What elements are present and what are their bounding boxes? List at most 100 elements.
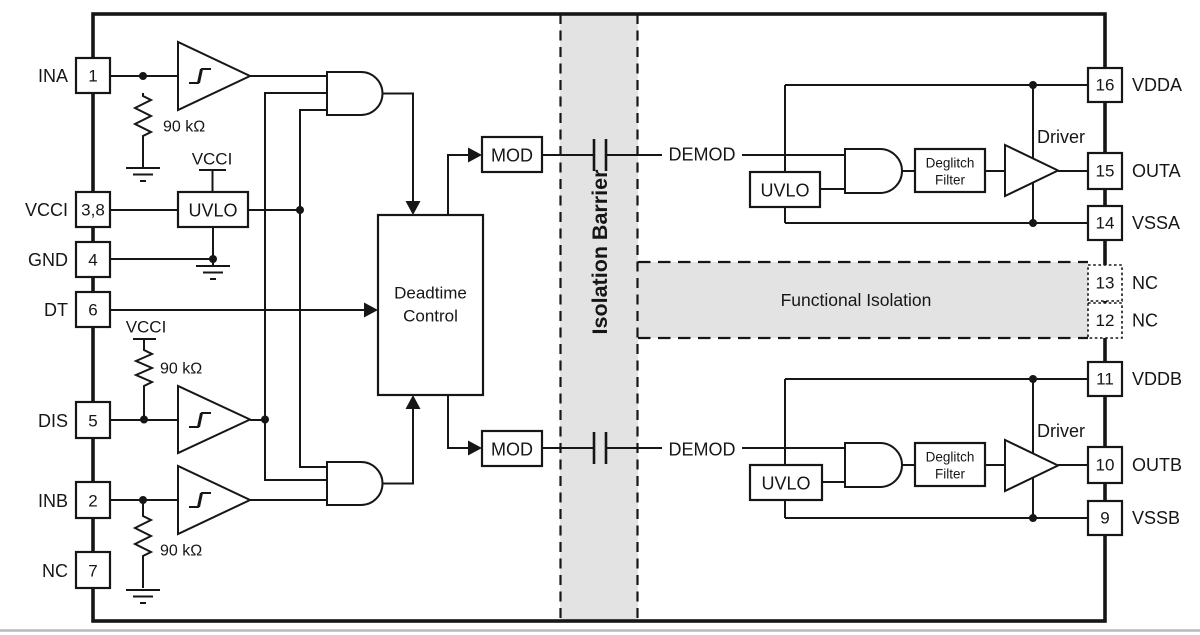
deglitch-a-label-line1: Deglitch <box>926 156 975 171</box>
ground-symbol-uvlo <box>196 265 230 280</box>
pin-label-gnd: GND <box>28 250 68 270</box>
junction-dot-dis-out <box>261 415 269 424</box>
wire-uvlo-enable-net <box>248 109 327 468</box>
wire-and-a-to-deadtime <box>382 92 414 201</box>
uvlo-a-block <box>748 170 822 209</box>
wire-deadtime-to-mod-a <box>447 154 468 215</box>
deadtime-label-line2: Control <box>403 307 458 326</box>
driver-b-triangle <box>1004 438 1061 493</box>
vcci-supply-label-dis: VCCI <box>126 318 167 337</box>
deglitch-b-label-line1: Deglitch <box>926 450 975 465</box>
pin-box-ina <box>74 56 112 95</box>
junction-dot-vssb <box>1029 514 1037 522</box>
resistor-value-inb: 90 kΩ <box>160 543 202 560</box>
arrowhead-into-mod-a <box>468 147 482 163</box>
pin-number: 7 <box>88 562 97 581</box>
wire-gnd-net <box>110 227 214 266</box>
pin-label-vddb: VDDB <box>1132 369 1182 389</box>
uvlo-a-label: UVLO <box>760 181 809 201</box>
pin-box-dt <box>74 290 112 329</box>
pin-box-vcci <box>74 190 112 229</box>
resistor-value-ina: 90 kΩ <box>163 119 205 136</box>
pin-number: 15 <box>1096 162 1115 181</box>
mod-a-block <box>480 135 544 174</box>
isolation-barrier-dashed-borders <box>559 14 639 621</box>
pin-box-nc13 <box>1087 264 1123 302</box>
arrowhead-into-mod-b <box>468 440 482 456</box>
and-gate-output-b <box>844 442 903 488</box>
pin-box-outb <box>1086 445 1124 485</box>
pin-box-dis <box>74 400 112 440</box>
pin-number: 4 <box>88 251 97 270</box>
pin-label-dt: DT <box>44 300 68 320</box>
pin-label-ina: INA <box>38 66 68 86</box>
junction-dot-inb <box>139 496 147 504</box>
arrowhead-into-deadtime-bottom <box>405 395 421 409</box>
functional-isolation-dashed-borders <box>638 260 1088 340</box>
pin-label-inb: INB <box>38 491 68 511</box>
pin-label-nc13: NC <box>1132 273 1158 293</box>
junction-dot-uvlo-out <box>296 206 304 214</box>
pin-number: 13 <box>1096 274 1115 293</box>
junction-dot-vddb <box>1029 375 1037 383</box>
pin-number: 14 <box>1096 214 1115 233</box>
pin-box-gnd <box>74 240 112 279</box>
deglitch-a-label-line2: Filter <box>935 173 966 188</box>
ground-symbol-inb <box>126 589 160 604</box>
uvlo-b-label: UVLO <box>761 474 810 494</box>
driver-a-triangle <box>1004 143 1061 198</box>
pin-number: 11 <box>1096 370 1114 389</box>
pin-box-nc12 <box>1087 302 1123 339</box>
functional-isolation-band <box>638 262 1088 338</box>
pin-label-vdda: VDDA <box>1132 75 1182 95</box>
uvlo-input-label: UVLO <box>188 201 237 221</box>
pin-box-vddb <box>1086 360 1124 398</box>
demod-a-label: DEMOD <box>669 145 736 165</box>
pin-box-outa <box>1086 151 1124 191</box>
junction-dot-vdda <box>1029 81 1037 89</box>
resistor-dis-90k-with-supply-bar <box>133 338 156 420</box>
and-gate-input-a <box>326 71 384 116</box>
mod-a-label: MOD <box>491 146 533 166</box>
mod-b-label: MOD <box>491 440 533 460</box>
deadtime-label-line1: Deadtime <box>394 284 467 303</box>
pin-number: 3,8 <box>81 201 105 220</box>
wire-and-b-to-deadtime <box>382 409 414 485</box>
arrowhead-dt <box>364 302 378 318</box>
pin-number: 1 <box>88 67 97 86</box>
pin-number: 2 <box>88 492 97 511</box>
isolation-capacitor-b <box>592 432 608 464</box>
isolation-capacitor-a <box>592 139 608 171</box>
deglitch-filter-b-block <box>913 441 987 488</box>
and-gate-output-a <box>844 148 903 194</box>
hysteresis-icon <box>189 492 211 508</box>
pin-label-vcci: VCCI <box>25 200 68 220</box>
arrowhead-into-deadtime-top <box>405 201 421 215</box>
schmitt-buffer-dis <box>177 384 253 455</box>
resistor-ina-90k <box>132 93 154 168</box>
isolation-barrier-label: Isolation Barrier <box>588 169 612 335</box>
pin-label-vssb: VSSB <box>1132 508 1180 528</box>
pin-number: 5 <box>88 412 97 431</box>
junction-dot-vssa <box>1029 219 1037 227</box>
isolation-barrier-band <box>560 14 638 621</box>
pin-box-inb <box>74 480 112 520</box>
vcci-supply-symbol-uvlo <box>199 169 226 192</box>
hysteresis-icon <box>189 412 211 428</box>
pin-number: 10 <box>1096 456 1115 475</box>
pin-label-nc7: NC <box>42 561 68 581</box>
mod-b-block <box>480 429 544 468</box>
hysteresis-icon <box>189 68 211 84</box>
demod-b-label: DEMOD <box>669 440 736 460</box>
deglitch-filter-a-block <box>913 147 987 194</box>
resistor-value-dis: 90 kΩ <box>160 361 202 378</box>
junction-dot-dis-pullup <box>140 415 148 424</box>
junction-dot-gnd <box>209 255 217 263</box>
pin-label-outa: OUTA <box>1132 161 1181 181</box>
pin-number: 12 <box>1096 311 1115 330</box>
uvlo-input-block <box>176 190 250 229</box>
resistor-inb-90k <box>132 500 154 588</box>
junction-dot-ina <box>139 72 147 80</box>
schmitt-buffer-inb <box>177 464 253 536</box>
